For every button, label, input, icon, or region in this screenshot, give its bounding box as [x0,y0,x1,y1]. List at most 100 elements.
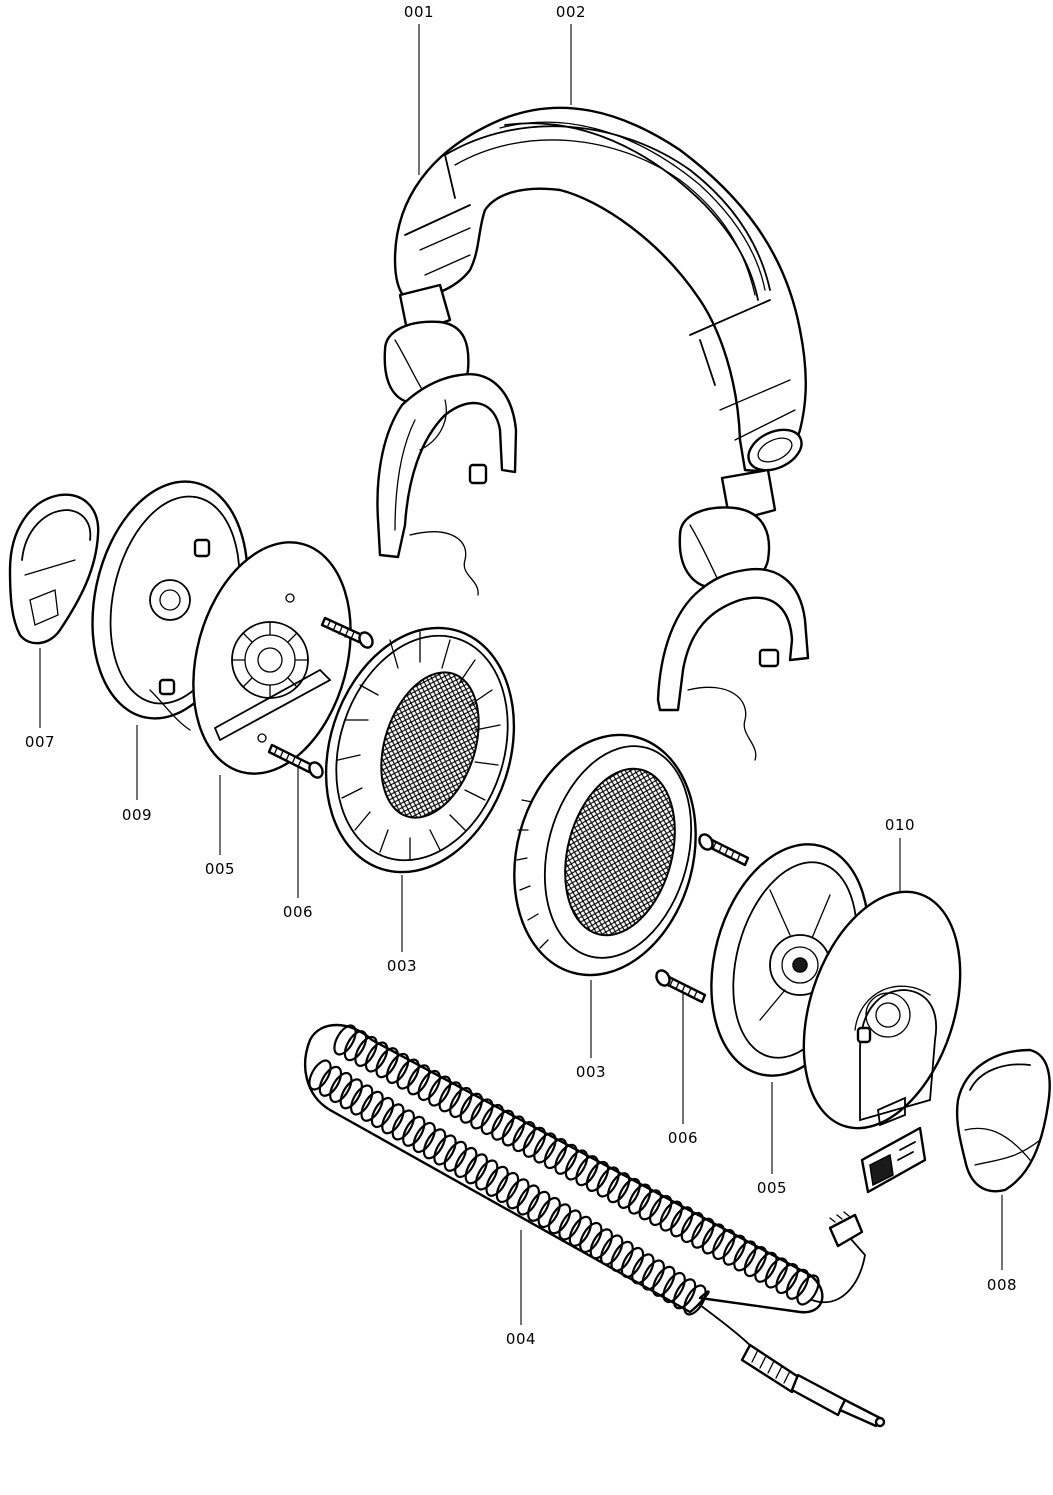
left-earpad-pleats [337,631,501,861]
coil-loop [391,1109,415,1141]
cable-plug-grip [751,1349,791,1384]
coil-loop [579,1221,603,1254]
callout-006-right: 006 [668,1129,698,1147]
coil-loop [631,1253,655,1285]
right-baffle-ribs [759,889,836,1026]
part-004-coiled-cable [303,1023,886,1428]
left-housing-hub [149,579,191,621]
left-cap-rim [21,509,92,561]
left-housing-hub-inner [159,589,181,611]
coil-loop [370,1096,395,1129]
cable-top-connector [828,1213,864,1248]
coil-loop [470,1098,494,1130]
right-screw-1-head [698,833,714,851]
left-yoke-fork [376,373,518,559]
callout-003-left: 003 [387,957,417,975]
cable-clip-slot [897,1141,916,1161]
part-007-left-cap [8,493,100,645]
coil-loop [554,1143,578,1175]
left-baffle-hole-1 [285,593,295,603]
right-earpad-ridges [516,799,549,949]
coil-loop [564,1149,589,1181]
right-housing-post [856,1026,872,1044]
coil-loop [438,1081,462,1113]
left-housing-wire [149,689,191,731]
coil-loop [354,1035,378,1067]
coil-loop [712,1228,736,1261]
callout-007: 007 [25,733,55,751]
right-yoke-fork [656,567,810,712]
right-housing-hub-inner [875,1002,901,1028]
coil-loop [333,1024,357,1056]
cable-clip [860,1126,927,1194]
coil-loop [464,1153,488,1185]
coil-loop [522,1126,547,1158]
coil-loop [491,1109,515,1141]
coil-loop [596,1166,620,1198]
part-006-right-screws [655,833,750,1004]
left-yoke-inner [394,419,416,531]
headband-joint-left [404,154,471,236]
right-screw-1-thread [712,841,741,862]
right-baffle-driver-ring [781,946,819,984]
part-005-left-baffle [192,541,352,775]
headband-joint-right [689,299,771,386]
coil-loop [537,1196,561,1229]
coil-loop [701,1223,725,1255]
part-006-left-screws [267,616,374,779]
coil-loop [533,1132,557,1164]
coil-loop [743,1246,768,1278]
coil-loop [600,1234,624,1266]
callout-008: 008 [987,1276,1017,1294]
coil-loop [638,1189,662,1221]
callout-009: 009 [122,806,152,824]
coil-loop [381,1103,405,1135]
coil-loop [764,1257,789,1289]
left-yoke-pin [468,463,488,485]
headband-outer [393,106,807,472]
coil-loop [412,1121,436,1154]
right-earpad-mesh [564,767,676,937]
right-yoke [656,468,810,761]
coil-loop [495,1171,520,1204]
coil-loop [585,1160,610,1192]
right-housing-clip [877,1096,906,1127]
callout-010: 010 [885,816,915,834]
right-cap-rim [969,1063,1031,1091]
callout-001: 001 [404,3,434,21]
coil-loop [659,1200,683,1232]
callout-006-left: 006 [283,903,313,921]
headband-stripe-1 [444,125,771,291]
coil-loop [449,1086,473,1119]
coil-loop [691,1217,715,1249]
leader-lines [39,24,1003,1325]
headband-end-cap-right-inner [757,437,793,463]
right-screw-2-head [655,969,671,987]
coil-loop [428,1075,452,1107]
right-cap-shell [955,1048,1051,1193]
cable-clip-body [860,1126,927,1194]
right-earpad-rim [543,745,693,959]
coil-loop [547,1203,572,1235]
coil-loop [662,1271,686,1304]
coil-loop [339,1078,363,1110]
callout-004: 004 [506,1330,536,1348]
cable-plug-body [790,1373,847,1417]
coil-loop [475,1159,499,1191]
part-003-left-earpad [324,626,516,874]
left-housing-post-2 [158,678,176,696]
coil-loop [417,1069,441,1102]
callout-005-right: 005 [757,1179,787,1197]
callout-005-left: 005 [205,860,235,878]
coil-loop [606,1172,631,1204]
coil-loop [680,1211,704,1244]
right-housing-outer [802,890,962,1130]
coil-loop [649,1194,673,1227]
coil-loop [350,1084,374,1116]
coil-loop [641,1259,665,1291]
coil-loop [652,1265,676,1297]
coil-loop [485,1165,509,1197]
right-cap-facet [964,1127,1041,1166]
headband-assembly [393,106,807,472]
